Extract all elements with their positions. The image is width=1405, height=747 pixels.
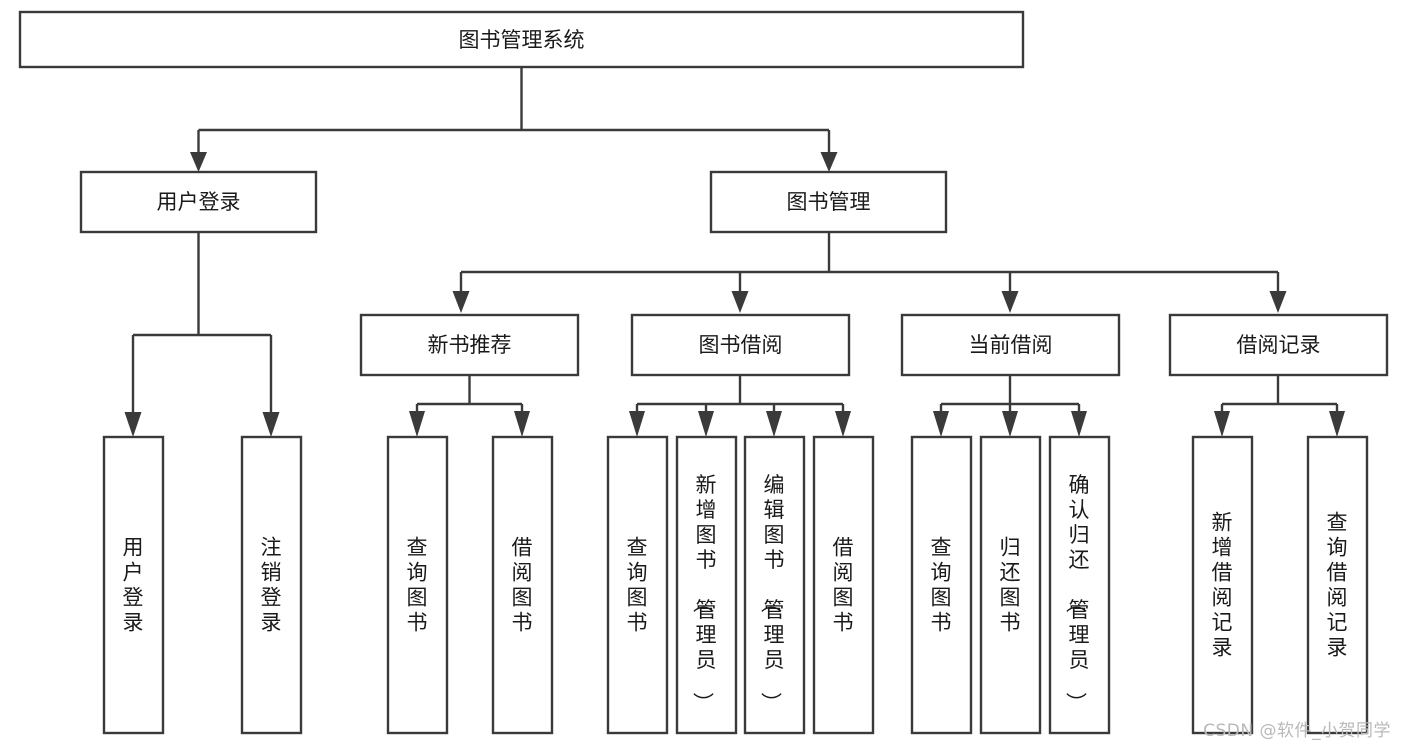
node-login-box[interactable] (79, 170, 318, 234)
node-bookmgmt[interactable]: 图书管理 (709, 170, 948, 234)
node-leaf-query-record-box[interactable] (1306, 435, 1369, 735)
node-leaf-add-book[interactable]: 新增图书（管理员） (675, 435, 738, 735)
node-leaf-query-book-2-box[interactable] (606, 435, 669, 735)
arrowhead-to-bookmgmt (820, 152, 838, 172)
arrowhead-to-leaf-edit-book (766, 411, 782, 437)
node-record[interactable]: 借阅记录 (1168, 313, 1389, 377)
arrowhead-to-leaf-user-logout (262, 412, 280, 437)
node-borrow-box[interactable] (630, 313, 851, 377)
node-login[interactable]: 用户登录 (79, 170, 318, 234)
node-leaf-confirm-return-label: 确认归还（管理员） (1064, 473, 1090, 713)
node-leaf-return-book[interactable]: 归还图书 (979, 435, 1042, 735)
arrowhead-to-newbook (452, 291, 470, 313)
node-leaf-return-book-label: 归还图书 (1000, 536, 1021, 635)
arrowhead-to-leaf-query-book-2 (629, 411, 645, 437)
arrowhead-to-leaf-add-record (1214, 411, 1230, 437)
node-leaf-borrow-book-2[interactable]: 借阅图书 (812, 435, 875, 735)
node-root-box[interactable] (18, 10, 1025, 69)
node-leaf-edit-book-label: 编辑图书（管理员） (759, 473, 785, 713)
arrowhead-to-leaf-user-login (124, 412, 142, 437)
arrowhead-to-record (1269, 291, 1287, 313)
node-leaf-confirm-return[interactable]: 确认归还（管理员） (1048, 435, 1111, 735)
node-current-label: 当前借阅 (969, 333, 1053, 357)
arrowhead-to-leaf-confirm-return (1071, 411, 1087, 437)
node-current-box[interactable] (900, 313, 1121, 377)
node-leaf-user-logout[interactable]: 注销登录 (240, 435, 303, 735)
node-leaf-confirm-return-box[interactable] (1048, 435, 1111, 735)
node-current[interactable]: 当前借阅 (900, 313, 1121, 377)
node-borrow[interactable]: 图书借阅 (630, 313, 851, 377)
node-leaf-query-record[interactable]: 查询借阅记录 (1306, 435, 1369, 735)
arrowhead-to-borrow (731, 291, 749, 313)
node-record-box[interactable] (1168, 313, 1389, 377)
node-leaf-add-book-box[interactable] (675, 435, 738, 735)
arrowhead-to-leaf-return-book (1002, 411, 1018, 437)
node-leaf-query-book-2-label: 查询图书 (627, 536, 648, 635)
node-leaf-borrow-book-2-label: 借阅图书 (833, 536, 854, 635)
node-root[interactable]: 图书管理系统 (18, 10, 1025, 69)
node-leaf-user-login[interactable]: 用户登录 (102, 435, 165, 735)
node-newbook-box[interactable] (359, 313, 580, 377)
arrowhead-to-leaf-query-record (1329, 411, 1345, 437)
node-leaf-query-book-1-box[interactable] (386, 435, 449, 735)
node-leaf-add-book-label: 新增图书（管理员） (691, 473, 717, 713)
node-leaf-borrow-book-1-box[interactable] (491, 435, 554, 735)
node-leaf-add-record[interactable]: 新增借阅记录 (1191, 435, 1254, 735)
node-login-label: 用户登录 (157, 190, 241, 214)
node-newbook-label: 新书推荐 (428, 333, 512, 357)
node-leaf-return-book-box[interactable] (979, 435, 1042, 735)
arrowhead-to-leaf-add-book (698, 411, 714, 437)
leaf-nodes-group: 用户登录 注销登录 查询图书 借阅图书 查询图书 新增图书（管理员） (102, 435, 1369, 735)
node-leaf-add-record-box[interactable] (1191, 435, 1254, 735)
node-leaf-user-logout-box[interactable] (240, 435, 303, 735)
arrowhead-to-leaf-query-book-1 (409, 411, 425, 437)
arrowhead-to-leaf-borrow-book-1 (514, 411, 530, 437)
node-leaf-edit-book-box[interactable] (743, 435, 806, 735)
node-leaf-query-book-1[interactable]: 查询图书 (386, 435, 449, 735)
node-leaf-borrow-book-1[interactable]: 借阅图书 (491, 435, 554, 735)
node-leaf-query-book-2[interactable]: 查询图书 (606, 435, 669, 735)
node-leaf-user-logout-label: 注销登录 (261, 536, 282, 635)
node-leaf-query-book-3-box[interactable] (910, 435, 973, 735)
node-leaf-borrow-book-2-box[interactable] (812, 435, 875, 735)
node-borrow-label: 图书借阅 (699, 333, 783, 357)
arrowhead-to-login (190, 152, 207, 172)
arrowheads-group (124, 152, 1345, 437)
node-root-label: 图书管理系统 (459, 28, 585, 52)
node-leaf-query-book-3[interactable]: 查询图书 (910, 435, 973, 735)
node-leaf-borrow-book-1-label: 借阅图书 (512, 536, 533, 635)
node-leaf-user-login-label: 用户登录 (123, 536, 144, 635)
node-record-label: 借阅记录 (1237, 333, 1321, 357)
node-leaf-query-record-label: 查询借阅记录 (1327, 511, 1348, 660)
node-leaf-add-record-label: 新增借阅记录 (1212, 511, 1233, 660)
arrowhead-to-leaf-borrow-book-2 (835, 411, 851, 437)
node-bookmgmt-label: 图书管理 (787, 190, 871, 214)
node-leaf-query-book-1-label: 查询图书 (407, 536, 428, 635)
arrowhead-to-current (1001, 291, 1019, 313)
arrowhead-to-leaf-query-book-3 (933, 411, 949, 437)
node-leaf-query-book-3-label: 查询图书 (931, 536, 952, 635)
node-newbook[interactable]: 新书推荐 (359, 313, 580, 377)
node-leaf-edit-book[interactable]: 编辑图书（管理员） (743, 435, 806, 735)
node-leaf-user-login-box[interactable] (102, 435, 165, 735)
node-bookmgmt-box[interactable] (709, 170, 948, 234)
